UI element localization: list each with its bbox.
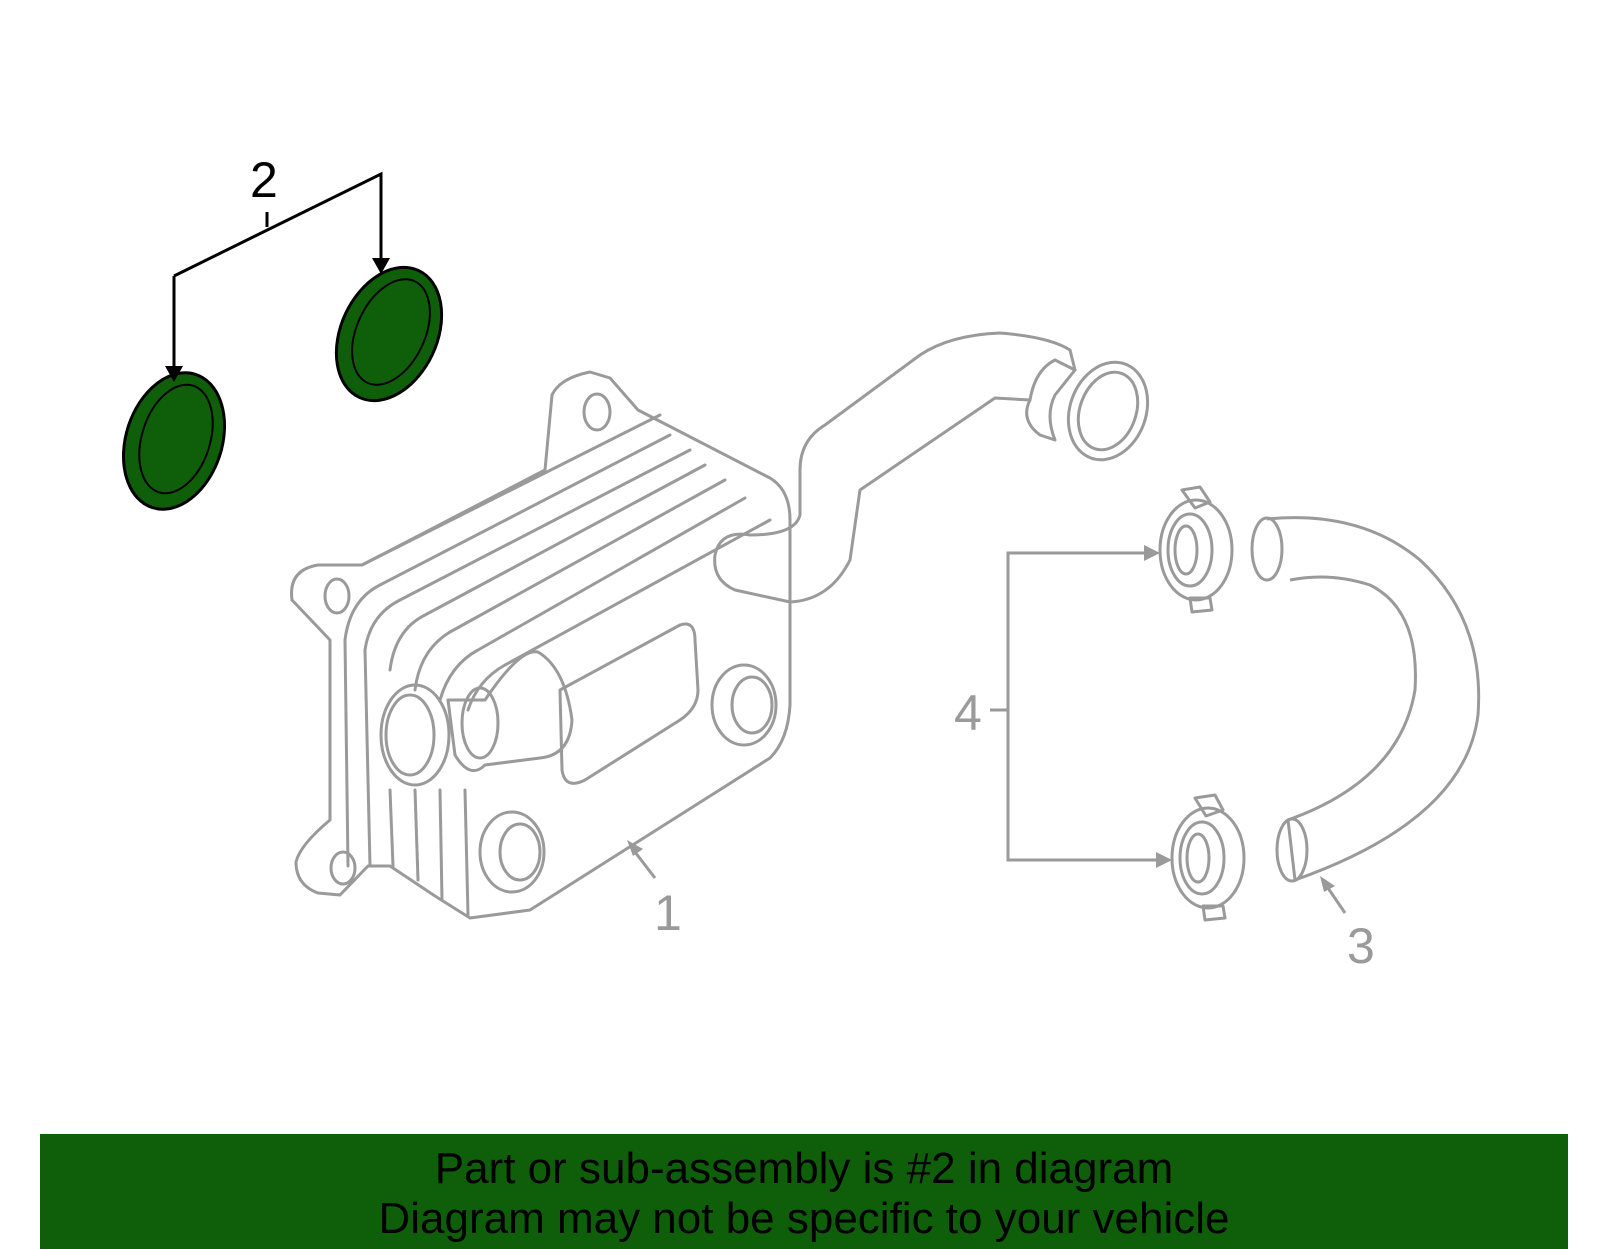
mount-hole-left: [323, 577, 351, 615]
outlet-port-opening-inner: [384, 693, 436, 777]
arrowhead-4-top: [1144, 545, 1160, 561]
arrowhead-2-right: [372, 258, 390, 274]
arrowhead-2-left: [165, 366, 183, 382]
arrowhead-1: [627, 840, 643, 856]
clamp-part-4: [1158, 485, 1246, 922]
cooler-edge-3: [388, 788, 395, 868]
arrowhead-4-bottom: [1156, 852, 1172, 868]
bolt-boss-lower-inner: [498, 822, 542, 882]
footer-banner: Part or sub-assembly is #2 in diagram Di…: [40, 1134, 1568, 1249]
cooler-fin-7: [466, 518, 772, 712]
callout-3: 3: [1347, 918, 1375, 974]
cooler-fin-3: [363, 448, 692, 652]
leader-2-branch: [173, 171, 383, 278]
tube-end-collar: [1025, 368, 1077, 442]
bolt-boss-right-inner: [730, 675, 774, 735]
clamp-bottom: [1170, 793, 1246, 922]
footer-line-part-info: Part or sub-assembly is #2 in diagram: [434, 1144, 1174, 1193]
cooler-edge-2: [363, 648, 372, 868]
cooler-face-panel: [558, 622, 700, 785]
cooler-edge-5: [438, 788, 444, 902]
cooler-fin-5: [413, 478, 727, 692]
outlet-port-ring: [460, 686, 500, 760]
hose-body: [1266, 516, 1481, 882]
hose-part-3: [1250, 516, 1481, 883]
callout-1: 1: [654, 885, 682, 941]
callout-4: 4: [954, 685, 982, 741]
seal-lower-inner: [138, 383, 214, 495]
cooler-fin-4: [388, 463, 707, 672]
oil-cooler-part-1: [290, 331, 1150, 920]
cooler-edge-1: [343, 638, 350, 868]
footer-banner-bg: [40, 1134, 1568, 1249]
seal-upper-inner: [351, 278, 431, 386]
hose-end-bottom: [1275, 817, 1309, 883]
tube-end-opening: [1066, 360, 1150, 462]
leader-4-bracket: [1006, 551, 1160, 862]
footer-line-disclaimer: Diagram may not be specific to your vehi…: [378, 1194, 1230, 1243]
outlet-port-opening: [379, 683, 451, 787]
arrowhead-3: [1320, 876, 1335, 892]
leader-3: [1326, 887, 1347, 914]
cooler-edge-6: [463, 788, 470, 917]
leader-1: [633, 851, 657, 879]
mount-hole-top: [582, 392, 612, 432]
clamp-top: [1158, 485, 1234, 614]
bolt-boss-right: [710, 663, 778, 747]
mount-hole-bottom: [329, 850, 357, 886]
cooler-fin-2: [343, 433, 672, 642]
hose-end-top: [1250, 516, 1284, 582]
cooler-fin-1: [360, 413, 662, 567]
cooler-fin-6: [438, 496, 747, 702]
outlet-port-body: [446, 650, 574, 773]
cooler-body-outline: [290, 370, 792, 920]
bolt-boss-lower: [478, 810, 546, 894]
tube-end-opening-inner: [1076, 370, 1140, 452]
leader-lines: [165, 171, 1347, 914]
seal-part-2: [121, 265, 444, 511]
cooler-edge-4: [413, 788, 420, 882]
coolant-tube: [713, 331, 1077, 604]
callout-2: 2: [250, 152, 278, 208]
